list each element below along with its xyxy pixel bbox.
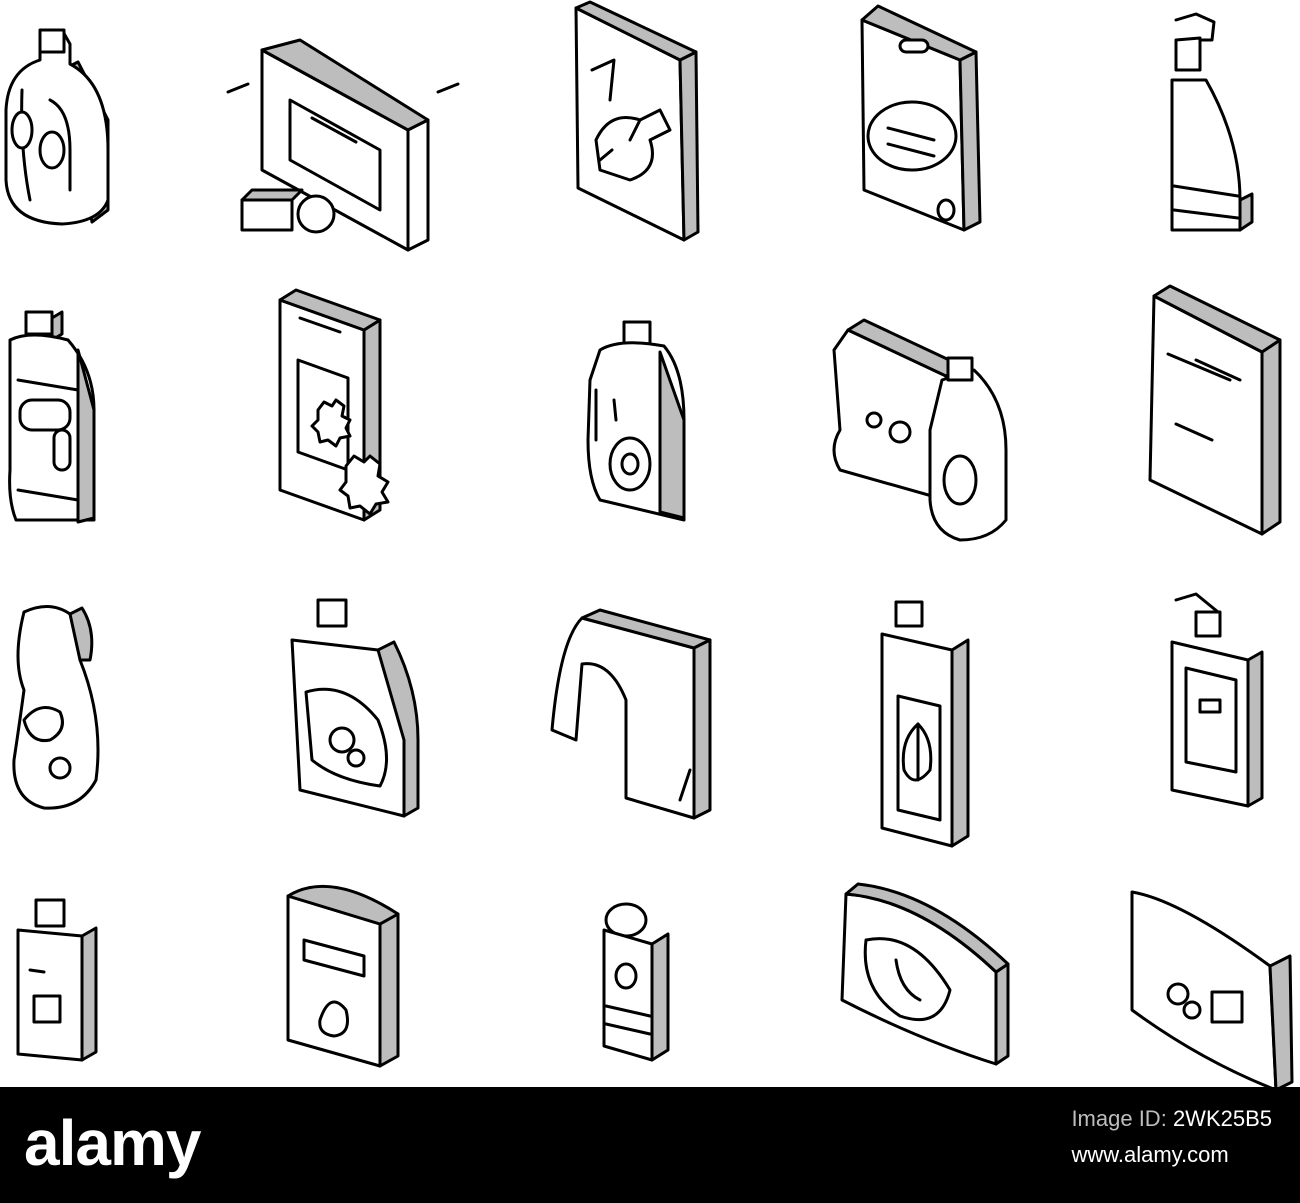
washing-pod-icon (550, 608, 712, 820)
gel-detergent-bottle-icon (290, 598, 420, 818)
plain-bottle-icon (16, 898, 98, 1062)
powder-bag-hand-icon (574, 0, 700, 242)
pump-dispenser-icon (1170, 592, 1264, 808)
laundry-bottle-icon (8, 310, 96, 524)
wipes-package-icon (1130, 890, 1294, 1087)
image-id-label: Image ID: (1071, 1106, 1167, 1131)
brand-logo: alamy (24, 1107, 201, 1179)
icon-grid-svg (4, 0, 1294, 1087)
detergent-bottle-icon (4, 28, 110, 226)
wet-wipes-pack-icon (840, 882, 1010, 1066)
image-meta: Image ID: 2WK25B5 www.alamy.com (1071, 1101, 1272, 1173)
image-id-value: 2WK25B5 (1172, 1106, 1272, 1131)
dishwasher-tablet-icon (226, 38, 460, 252)
site-url: www.alamy.com (1071, 1142, 1229, 1167)
detergent-box-icon (278, 288, 390, 522)
spray-bottle-icon (1170, 12, 1254, 232)
softener-bottle-icon (586, 320, 686, 522)
liquid-soap-bottle-icon (12, 605, 100, 810)
sealed-bag-icon (1148, 284, 1282, 536)
watermark-footer: alamy Image ID: 2WK25B5 www.alamy.com (0, 1087, 1300, 1203)
stain-remover-icon (832, 318, 1008, 542)
washing-powder-pack-icon (860, 4, 982, 232)
eco-detergent-icon (880, 600, 970, 848)
bleach-bottle-icon (602, 902, 670, 1062)
image-id-row: Image ID: 2WK25B5 (1071, 1101, 1272, 1137)
icon-grid (4, 0, 1294, 1087)
powder-box-icon (286, 884, 400, 1068)
